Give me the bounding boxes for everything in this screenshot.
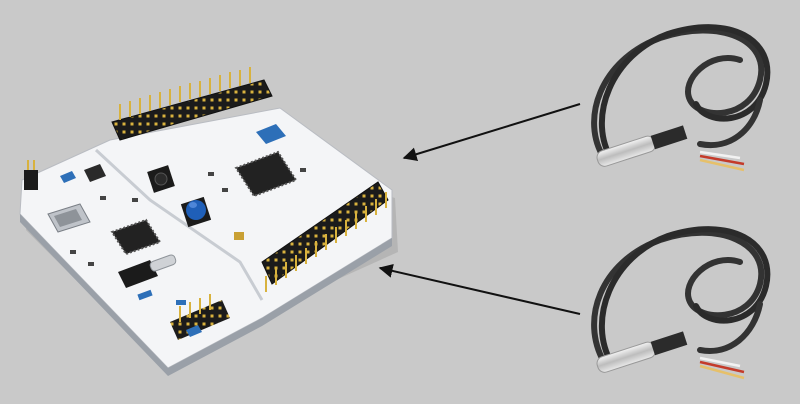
arrow-bottom <box>378 264 581 315</box>
temperature-sensor-top <box>591 24 771 172</box>
sensor-probe-top <box>596 125 688 167</box>
mcu-chip <box>234 150 298 198</box>
sensor-probe-bottom <box>596 331 688 373</box>
right-female-header <box>261 181 389 285</box>
crystal <box>149 254 177 272</box>
board-break-line <box>94 148 264 301</box>
reset-button <box>147 165 175 193</box>
user-button <box>180 196 212 228</box>
jumper-left <box>24 160 38 190</box>
usb-connector-icon <box>47 203 91 233</box>
top-header-pins <box>119 67 251 120</box>
temperature-sensor-bottom <box>591 226 771 380</box>
top-female-header <box>111 79 273 141</box>
jumper-cn2 <box>118 260 158 288</box>
programmer-chip <box>110 218 162 256</box>
development-board <box>19 67 398 376</box>
smd-components <box>70 168 306 266</box>
sensor-wires-top <box>699 150 745 172</box>
right-header-pins <box>265 192 387 292</box>
arrow-top <box>402 103 581 161</box>
sensor-wires-bottom <box>699 356 745 380</box>
silkscreen-accents <box>60 171 202 337</box>
small-chip <box>84 164 106 182</box>
bottom-pin-header <box>170 294 230 340</box>
board-edge <box>20 214 392 376</box>
st-logo-icon <box>256 124 286 144</box>
